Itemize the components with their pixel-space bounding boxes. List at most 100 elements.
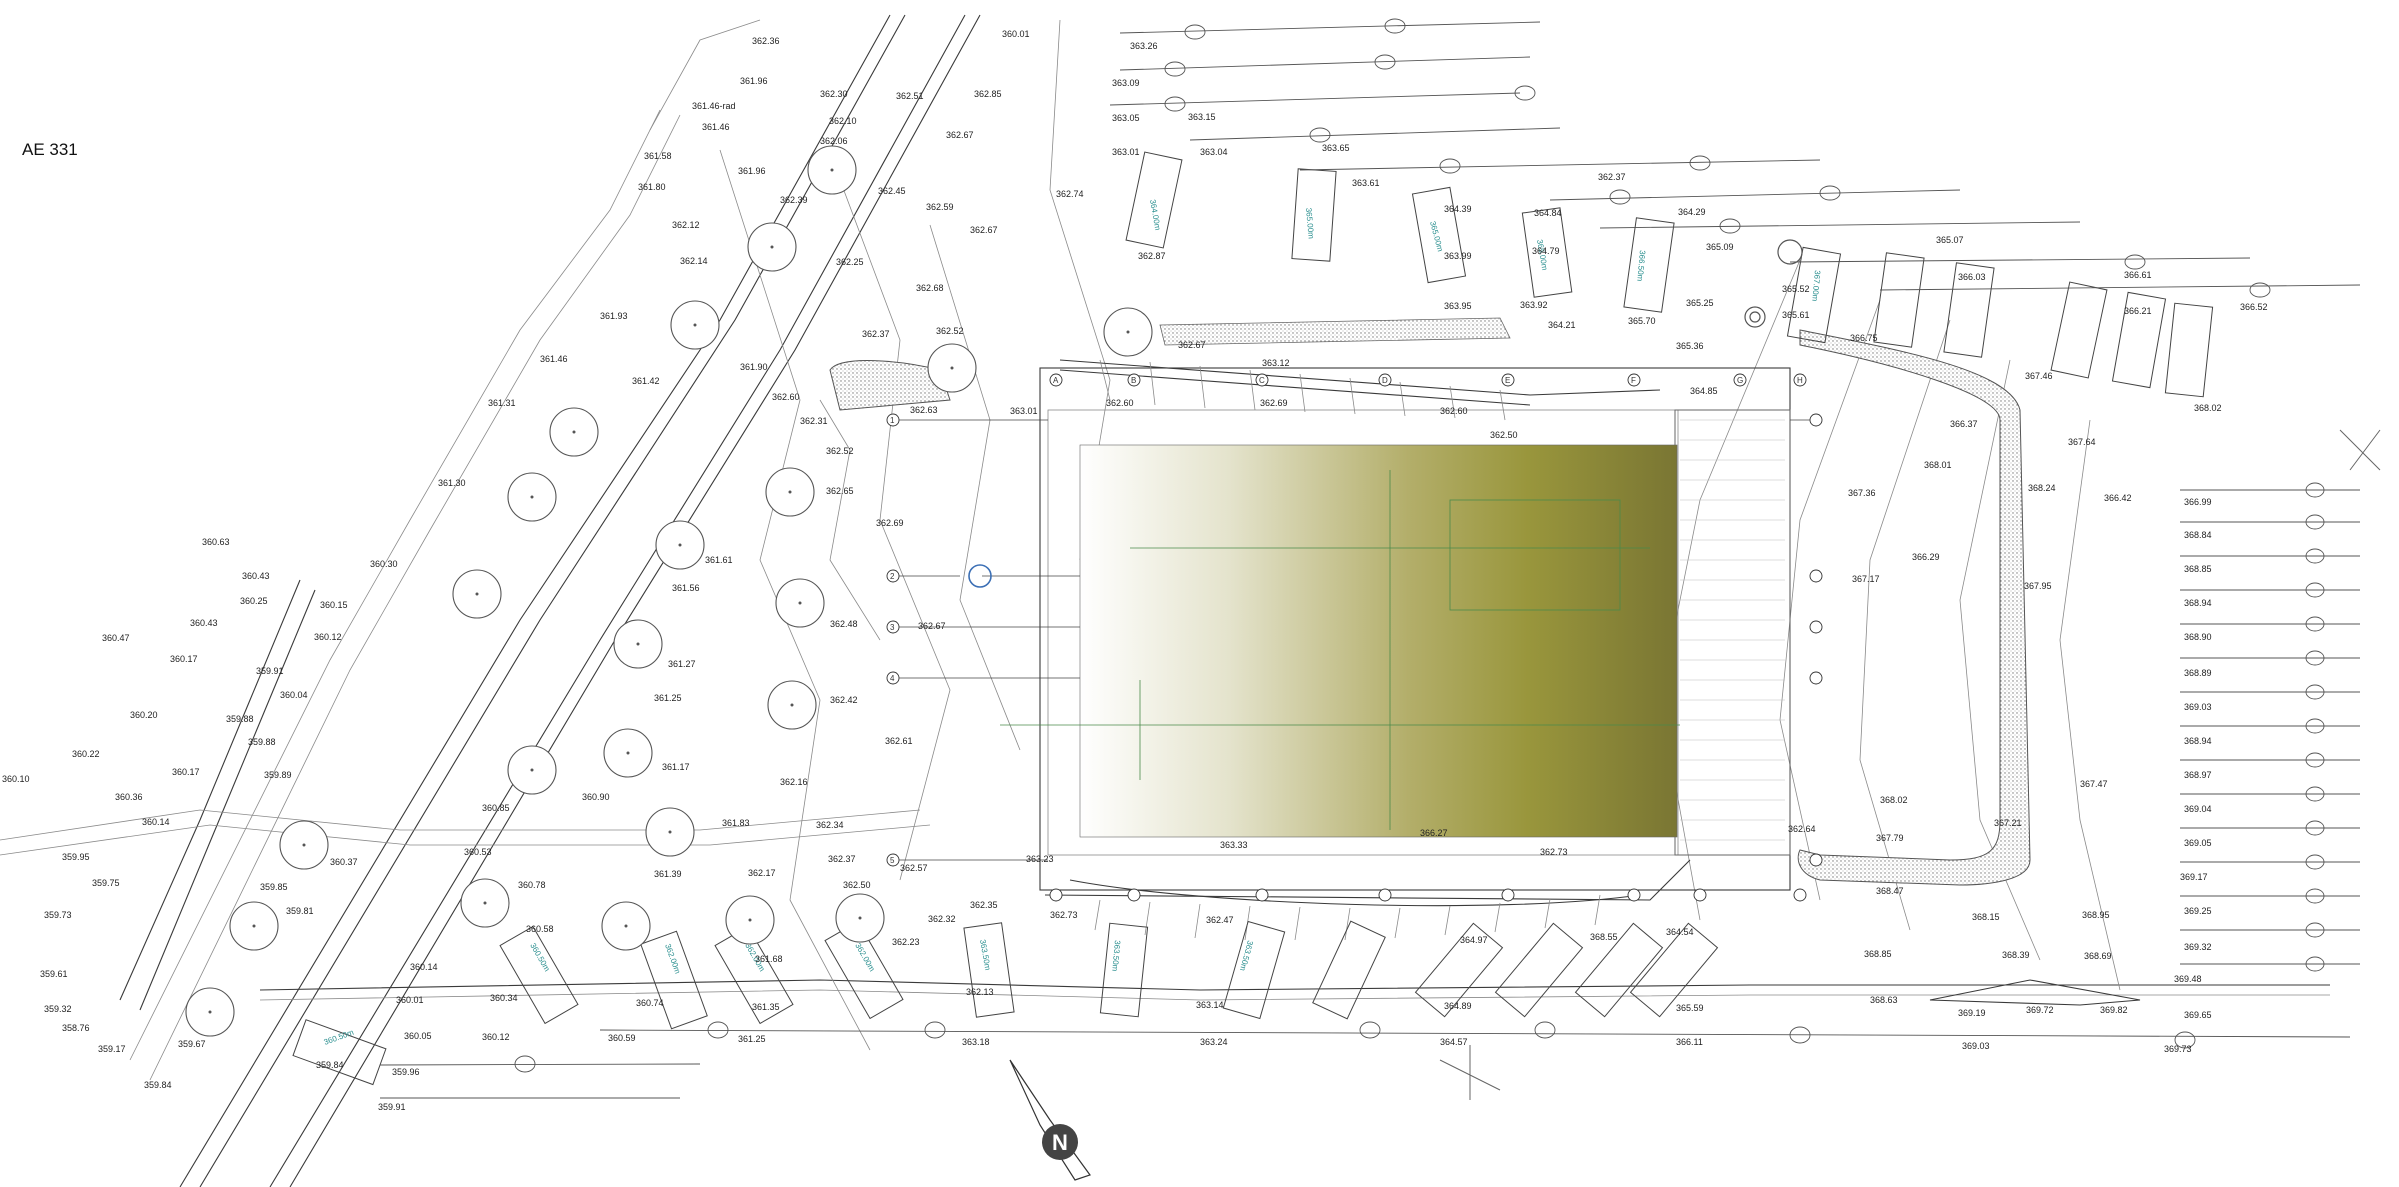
spot-elevation-label: 360.43 <box>242 571 270 581</box>
spot-elevation-label: 362.10 <box>829 116 857 126</box>
spot-elevation-label: 362.51 <box>896 91 924 101</box>
spot-elevation-label: 362.37 <box>828 854 856 864</box>
plot-level-label: 367.00m <box>1810 270 1822 302</box>
spot-elevation-label: 366.21 <box>2124 306 2152 316</box>
spot-elevation-label: 360.12 <box>314 632 342 642</box>
spot-elevation-label: 366.52 <box>2240 302 2268 312</box>
spot-elevation-label: 359.91 <box>256 666 284 676</box>
spot-elevation-label: 367.46 <box>2025 371 2053 381</box>
spot-elevation-label: 359.88 <box>226 714 254 724</box>
spot-elevation-label: 362.37 <box>1598 172 1626 182</box>
spot-elevation-label: 362.23 <box>892 937 920 947</box>
grid-label: H <box>1797 376 1803 385</box>
spot-elevation-label: 363.33 <box>1220 840 1248 850</box>
spot-elevation-label: 368.94 <box>2184 736 2212 746</box>
plot-level-label: 363.50m <box>1238 939 1255 972</box>
spot-elevation-label: 362.17 <box>748 868 776 878</box>
spot-elevation-label: 358.76 <box>62 1023 90 1033</box>
spot-elevation-label: 369.19 <box>1958 1008 1986 1018</box>
plot-level-label: 365.00m <box>1428 220 1445 253</box>
spot-elevation-label: 366.37 <box>1950 419 1978 429</box>
drainage-points <box>1744 239 1803 328</box>
site-corner-wedge <box>1929 979 2141 1006</box>
spot-elevation-label: 369.04 <box>2184 804 2212 814</box>
spot-elevation-label: 360.37 <box>330 857 358 867</box>
spot-elevation-label: 363.14 <box>1196 1000 1224 1010</box>
spot-elevation-labels: 363.26 363.09 363.05 363.01 363.15 363.0… <box>2 29 2268 1112</box>
spot-elevation-label: 361.80 <box>638 182 666 192</box>
spot-elevation-label: 359.73 <box>44 910 72 920</box>
right-fence-rows <box>2180 482 2360 972</box>
spot-elevation-label: 360.34 <box>490 993 518 1003</box>
spot-elevation-label: 359.96 <box>392 1067 420 1077</box>
spot-elevation-label: 368.69 <box>2084 951 2112 961</box>
spot-elevation-label: 360.17 <box>172 767 200 777</box>
spot-elevation-label: 362.69 <box>1260 398 1288 408</box>
spot-elevation-label: 361.35 <box>752 1002 780 1012</box>
spot-elevation-label: 362.34 <box>816 820 844 830</box>
spot-elevation-label: 361.27 <box>668 659 696 669</box>
spot-elevation-label: 364.39 <box>1444 204 1472 214</box>
spot-elevation-label: 369.65 <box>2184 1010 2212 1020</box>
spot-elevation-label: 359.85 <box>260 882 288 892</box>
crosshair-mark-2 <box>2339 429 2381 471</box>
spot-elevation-label: 365.52 <box>1782 284 1810 294</box>
spot-elevation-label: 362.60 <box>772 392 800 402</box>
spot-elevation-label: 368.97 <box>2184 770 2212 780</box>
spot-elevation-label: 362.48 <box>830 619 858 629</box>
spot-elevation-label: 368.84 <box>2184 530 2212 540</box>
spot-elevation-label: 362.67 <box>918 621 946 631</box>
spot-elevation-label: 361.96 <box>738 166 766 176</box>
spot-elevation-label: 362.59 <box>926 202 954 212</box>
spot-elevation-label: 359.67 <box>178 1039 206 1049</box>
spot-elevation-label: 363.04 <box>1200 147 1228 157</box>
grid-label: 1 <box>890 416 895 425</box>
crosshair-mark <box>1439 1045 1501 1100</box>
spot-elevation-label: 364.84 <box>1534 208 1562 218</box>
spot-elevation-label: 362.67 <box>1178 340 1206 350</box>
spot-elevation-label: 361.56 <box>672 583 700 593</box>
spot-elevation-label: 359.61 <box>40 969 68 979</box>
grid-label: 2 <box>890 572 895 581</box>
spot-elevation-label: 362.50 <box>843 880 871 890</box>
spot-elevation-label: 362.14 <box>680 256 708 266</box>
spot-elevation-label: 368.01 <box>1924 460 1952 470</box>
spot-elevation-label: 360.01 <box>396 995 424 1005</box>
spot-elevation-label: 360.36 <box>115 792 143 802</box>
plot-level-label: 364.00m <box>1148 199 1162 232</box>
spot-elevation-label: 360.14 <box>142 817 170 827</box>
spot-elevation-label: 361.17 <box>662 762 690 772</box>
spot-elevation-label: 369.03 <box>1962 1041 1990 1051</box>
spot-elevation-label: 360.25 <box>240 596 268 606</box>
spot-elevation-label: 368.24 <box>2028 483 2056 493</box>
spot-elevation-label: 362.36 <box>752 36 780 46</box>
spot-elevation-label: 362.35 <box>970 900 998 910</box>
spot-elevation-label: 362.52 <box>936 326 964 336</box>
spot-elevation-label: 360.30 <box>370 559 398 569</box>
spot-elevation-label: 360.59 <box>608 1033 636 1043</box>
spot-elevation-label: 368.90 <box>2184 632 2212 642</box>
spot-elevation-label: 367.21 <box>1994 818 2022 828</box>
spot-elevation-label: 363.65 <box>1322 143 1350 153</box>
spot-elevation-label: 365.07 <box>1936 235 1964 245</box>
spot-elevation-label: 359.89 <box>264 770 292 780</box>
spot-elevation-label: 360.05 <box>404 1031 432 1041</box>
spot-elevation-label: 368.02 <box>1880 795 1908 805</box>
spot-elevation-label: 360.04 <box>280 690 308 700</box>
spot-elevation-label: 359.95 <box>62 852 90 862</box>
spot-elevation-label: 369.48 <box>2174 974 2202 984</box>
spot-elevation-label: 368.95 <box>2082 910 2110 920</box>
spot-elevation-label: 368.39 <box>2002 950 2030 960</box>
spot-elevation-label: 363.61 <box>1352 178 1380 188</box>
spot-elevation-label: 362.42 <box>830 695 858 705</box>
trees <box>185 145 1153 1037</box>
spot-elevation-label: 360.43 <box>190 618 218 628</box>
spot-elevation-label: 360.01 <box>1002 29 1030 39</box>
spot-elevation-label: 361.90 <box>740 362 768 372</box>
spot-elevation-label: 368.89 <box>2184 668 2212 678</box>
spot-elevation-label: 363.26 <box>1130 41 1158 51</box>
spot-elevation-label: 366.27 <box>1420 828 1448 838</box>
spot-elevation-label: 363.12 <box>1262 358 1290 368</box>
grid-label: F <box>1631 376 1636 385</box>
